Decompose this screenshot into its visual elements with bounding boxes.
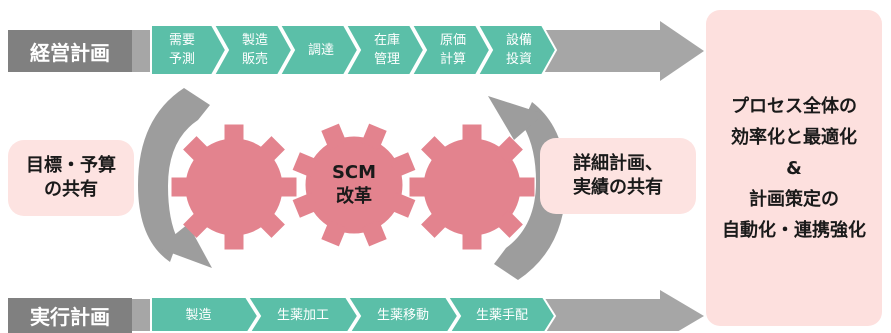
left-cycle-arrowhead-icon	[158, 224, 212, 268]
top-step-4-label: 在庫 管理	[373, 33, 400, 67]
bottom-step-2-chevron	[246, 296, 360, 331]
result-line-1: プロセス全体の	[731, 95, 857, 117]
top-step-2-chevron	[212, 24, 294, 76]
right-gear-icon	[409, 124, 535, 250]
top-step-5-label: 原価 計算	[439, 33, 466, 67]
top-step-6-chevron	[476, 24, 558, 76]
right-cycle-arrowhead-icon	[488, 96, 544, 140]
bottom-chevrons	[150, 296, 557, 331]
center-gear-label: SCM 改革	[331, 162, 377, 207]
bottom-step-4-label: 生薬手配	[475, 307, 528, 323]
result-line-4: 計画策定の	[749, 188, 839, 210]
center-gear-icon	[292, 123, 416, 247]
bottom-step-3-label: 生薬移動	[376, 307, 429, 323]
left-gear-icon	[171, 124, 297, 250]
top-step-3-chevron	[278, 24, 360, 76]
bottom-step-2-label: 生薬加工	[276, 307, 329, 323]
top-row-label: 経営計画	[8, 30, 132, 72]
top-chevrons	[150, 24, 558, 76]
right-shared-results-box: 詳細計画、 実績の共有	[540, 138, 696, 214]
top-step-5-chevron	[410, 24, 492, 76]
result-line-5: 自動化・連携強化	[722, 219, 866, 241]
result-box: プロセス全体の 効率化と最適化 & 計画策定の 自動化・連携強化	[706, 10, 882, 326]
top-step-3-label: 調達	[307, 42, 334, 58]
bottom-step-4-chevron	[446, 296, 557, 331]
bottom-row-label: 実行計画	[8, 298, 132, 333]
left-cycle-arrow-icon	[138, 88, 210, 262]
top-step-4-chevron	[344, 24, 426, 76]
left-shared-goals-box: 目標・予算 の共有	[8, 140, 134, 216]
top-step-1-chevron	[150, 24, 228, 76]
top-step-6-label: 設備 投資	[505, 33, 532, 67]
result-line-3: &	[786, 157, 802, 179]
bottom-step-1-label: 製造	[185, 307, 212, 323]
top-step-2-label: 製造 販売	[241, 33, 268, 67]
result-line-2: 効率化と最適化	[731, 126, 857, 148]
bottom-step-3-chevron	[346, 296, 460, 331]
bottom-step-1-chevron	[150, 296, 260, 331]
top-step-1-label: 需要 予測	[168, 33, 195, 67]
